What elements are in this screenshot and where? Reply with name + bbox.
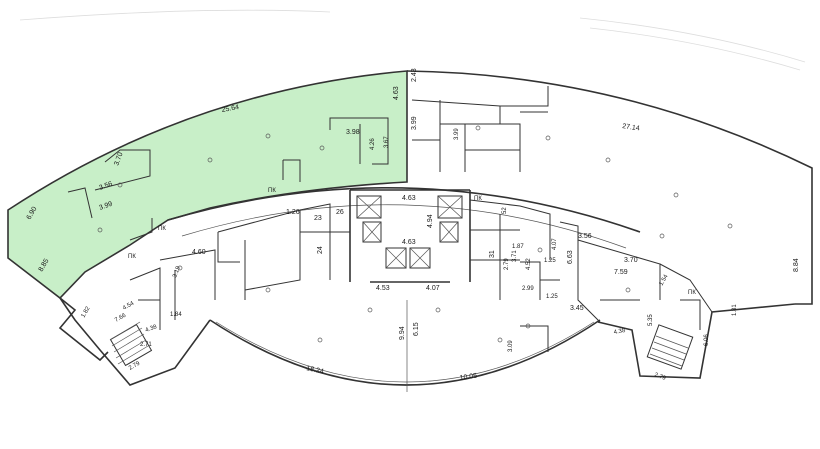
dim-3-19: 3.19 [172, 265, 182, 279]
dim-3-45: 3.45 [570, 305, 584, 312]
dim-6-06: 6.06 [704, 334, 710, 346]
label-24: 24 [317, 246, 324, 254]
dim-4-54: 4.54 [122, 300, 136, 311]
outer-wall-right [406, 70, 813, 305]
dim-3-67: 3.67 [384, 136, 390, 148]
elevator-core [349, 189, 471, 283]
dim-4-52: 4.52 [526, 258, 532, 270]
label-31: 31 [489, 250, 496, 258]
atrium-arc [209, 319, 601, 386]
dim-3-99b: 3.99 [411, 116, 418, 130]
left-core-rooms [129, 203, 350, 330]
dim-6-15: 6.15 [413, 322, 420, 336]
dim-1-25: 1.25 [544, 258, 556, 264]
dim-2-79-left: 2.79 [128, 360, 142, 371]
dim-4-26: 4.26 [370, 138, 376, 150]
dim-1-26: 1.26 [286, 209, 300, 216]
pk-tags: ПК ПК ПК ПК ПК [128, 188, 696, 296]
dim-1-84: 1.84 [170, 312, 182, 318]
dim-4-63-top: 4.63 [393, 86, 400, 100]
dim-9-94: 9.94 [399, 326, 406, 340]
dim-3-71: 3.71 [512, 250, 518, 262]
dim-7-59: 7.59 [614, 269, 628, 276]
dim-5-35: 5.35 [648, 314, 654, 326]
dim-1-87: 1.87 [512, 244, 524, 250]
dim-3-09: 3.09 [508, 340, 514, 352]
dim-27-14: 27.14 [622, 123, 640, 132]
pk-tag-4: ПК [474, 196, 482, 202]
label-52: 52 [502, 207, 508, 214]
pk-tag-1: ПК [268, 188, 276, 194]
dim-1-81: 1.81 [732, 304, 738, 316]
dim-2-79-right: 2.79 [653, 372, 667, 382]
dim-4-38-left: 4.38 [145, 324, 159, 334]
dim-25-64: 25.64 [221, 104, 240, 114]
dim-4-38-right: 4.38 [613, 328, 626, 336]
dim-4-63-core-top: 4.63 [402, 195, 416, 202]
dim-2-99: 2.99 [522, 286, 534, 292]
label-26: 26 [336, 209, 344, 216]
dim-3-56-right: 3.56 [578, 233, 592, 240]
faint-background-lines [19, 9, 806, 71]
corridor-outer-edge [167, 187, 641, 233]
dim-2-79b: 2.79 [504, 258, 510, 270]
label-23: 23 [314, 215, 322, 222]
dim-1-54: 1.54 [659, 273, 670, 287]
dimension-labels: 25.64 4.63 2.43 27.14 8.84 6.90 8.85 3.9… [26, 68, 800, 382]
right-core-rooms [469, 199, 713, 352]
dim-3-70-right: 3.70 [624, 257, 638, 264]
right-top-rooms [411, 86, 549, 172]
dim-4-63-core-mid: 4.63 [402, 239, 416, 246]
dim-4-53: 4.53 [376, 285, 390, 292]
selected-office-zone[interactable] [7, 70, 408, 300]
corridor-inner-edge [181, 204, 627, 249]
dim-3-99: 3.99 [98, 201, 113, 212]
dim-10-05: 10.05 [459, 373, 477, 382]
left-wing-step [58, 297, 109, 362]
dim-4-07: 4.07 [426, 285, 440, 292]
pk-tag-2: ПК [158, 226, 166, 232]
left-stair [109, 321, 153, 367]
dim-1-82: 1.82 [81, 305, 92, 319]
dim-4-07b: 4.07 [552, 238, 558, 250]
atrium-arc-inner [215, 321, 595, 383]
right-wing-wall [597, 303, 796, 379]
dim-3-99c: 3.99 [454, 128, 460, 140]
dim-6-63: 6.63 [567, 250, 574, 264]
pk-tag-5: ПК [688, 290, 696, 296]
dim-3-98: 3.98 [346, 129, 360, 136]
dim-2-43: 2.43 [411, 68, 418, 82]
dim-4-94: 4.94 [427, 214, 434, 228]
dim-3-70a: 3.70 [113, 151, 124, 166]
pk-tag-3: ПК [128, 254, 136, 260]
green-zone-rooms [67, 117, 389, 241]
dim-8-84: 8.84 [793, 258, 800, 272]
dim-1-25b: 1.25 [546, 294, 558, 300]
dim-3-56: 3.56 [98, 181, 113, 192]
fixture-markers [97, 125, 733, 343]
dim-18-24: 18.24 [306, 365, 325, 376]
dim-7-66: 7.66 [114, 312, 128, 323]
left-wing-wall [59, 297, 211, 386]
dim-2-71: 2.71 [140, 342, 152, 348]
dim-4-60: 4.60 [192, 249, 206, 256]
right-stair [646, 324, 694, 370]
